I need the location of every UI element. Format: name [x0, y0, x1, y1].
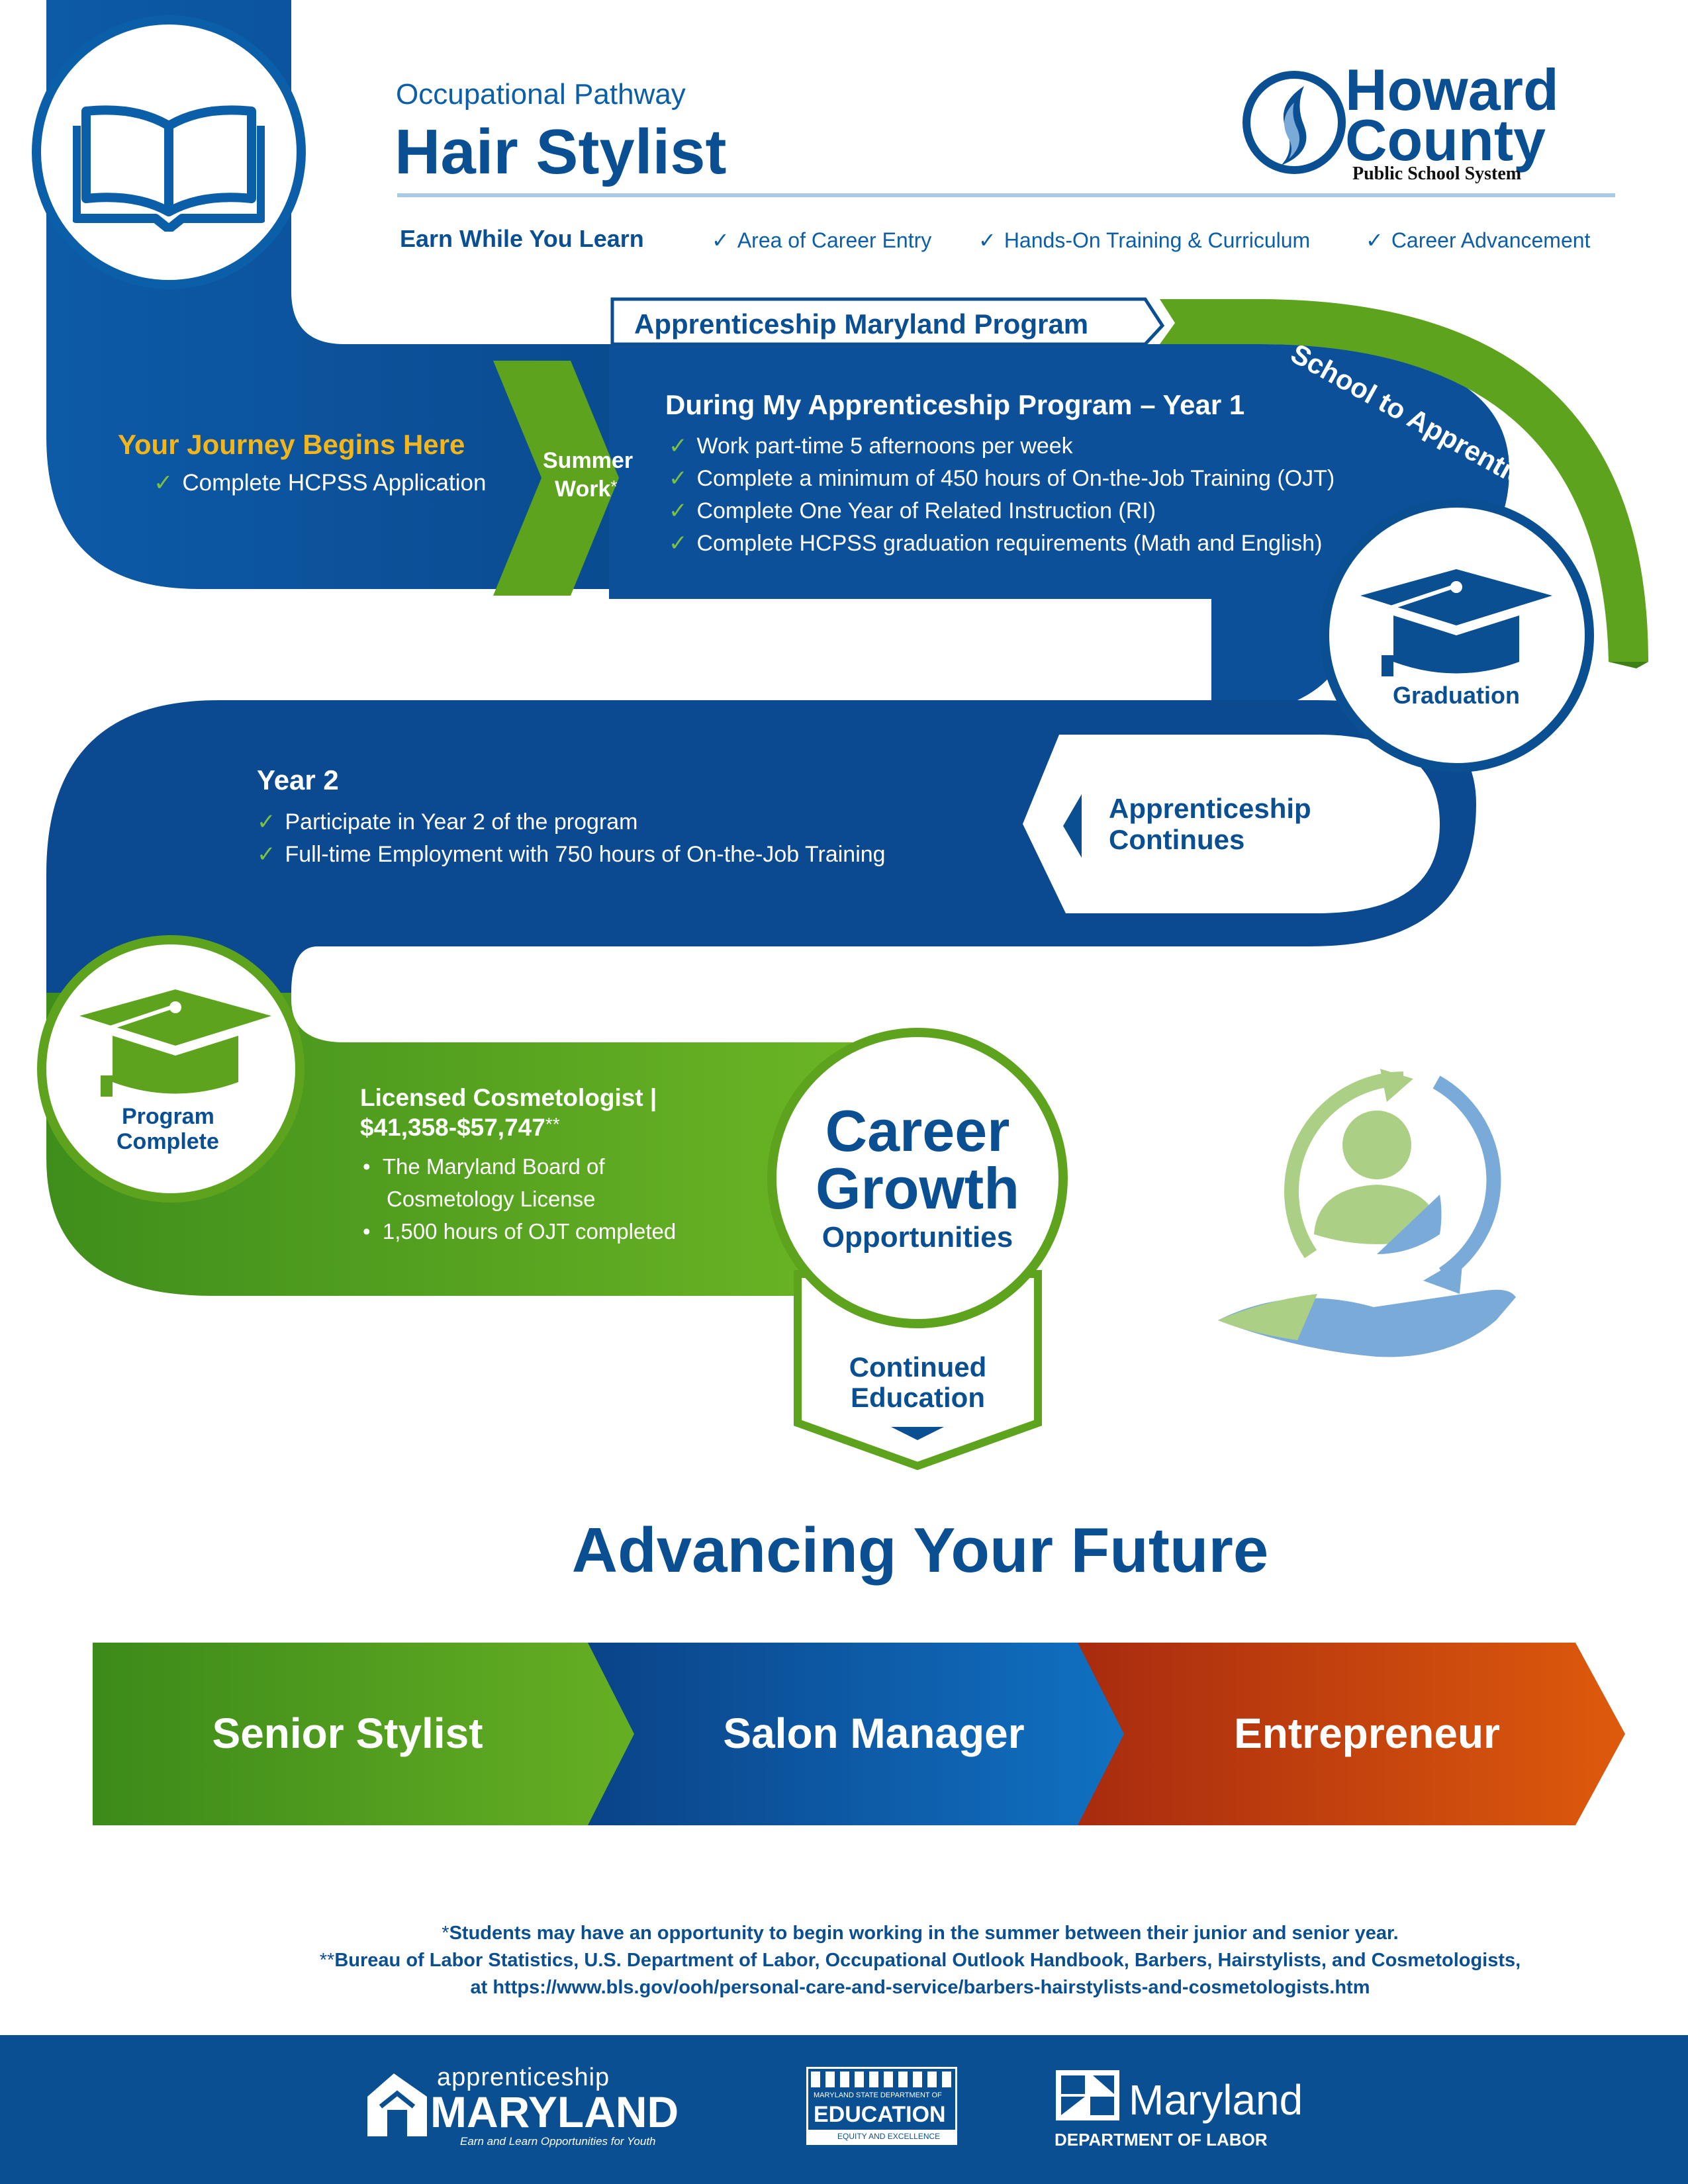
step-entrepreneur: Entrepreneur	[1234, 1709, 1500, 1757]
list-item: ✓Full-time Employment with 750 hours of …	[257, 842, 886, 867]
apprenticeship-tagline: Earn and Learn Opportunities for Youth	[460, 2135, 656, 2148]
labor-main: Maryland	[1129, 2076, 1303, 2124]
logo-name: Howard	[1345, 57, 1559, 122]
logo-tagline: Public School System	[1352, 163, 1522, 184]
licensed-salary: $41,358-$57,747**	[360, 1114, 560, 1141]
education-label-2: Education	[850, 1382, 985, 1413]
list-item: ✓Complete HCPSS graduation requirements …	[669, 531, 1323, 556]
feature-earn: Earn While You Learn	[400, 225, 644, 252]
step-salon-manager: Salon Manager	[723, 1709, 1025, 1757]
page-title: Hair Stylist	[395, 116, 727, 187]
msde-banner: MARYLAND STATE DEPARTMENT OF EDUCATION E…	[806, 2067, 957, 2145]
licensed-list: • The Maryland Board of Cosmetology Lice…	[363, 1150, 720, 1248]
continues-label-2: Continues	[1109, 824, 1245, 855]
chevron-left-icon	[1063, 794, 1082, 858]
step-senior-stylist: Senior Stylist	[212, 1709, 483, 1757]
graduation-label: Graduation	[1393, 682, 1521, 709]
pathway-subtitle: Occupational Pathway	[396, 78, 686, 111]
logo-name-2: County	[1345, 107, 1546, 173]
maryland-labor-logo: Maryland DEPARTMENT OF LABOR	[1055, 2064, 1346, 2150]
journey-title: Your Journey Begins Here	[118, 429, 465, 460]
year1-title: During My Apprenticeship Program – Year …	[665, 389, 1245, 420]
msde-tagline-bar	[808, 2130, 955, 2143]
program-complete-label-2: Complete	[117, 1129, 219, 1154]
footnote-2: **Bureau of Labor Statistics, U.S. Depar…	[319, 1950, 1521, 1971]
journey-item: ✓Complete HCPSS Application	[154, 470, 487, 496]
list-item: ✓Complete a minimum of 450 hours of On-t…	[669, 466, 1335, 491]
list-item: • 1,500 hours of OJT completed	[363, 1219, 677, 1244]
msde-tagline: EQUITY AND EXCELLENCE	[837, 2132, 941, 2141]
program-complete-label: Program	[122, 1104, 214, 1129]
licensed-title: Licensed Cosmetologist |	[360, 1084, 657, 1111]
footnote-1: *Students may have an opportunity to beg…	[442, 1923, 1399, 1944]
year2-title: Year 2	[257, 764, 339, 796]
labor-sub: DEPARTMENT OF LABOR	[1055, 2130, 1268, 2150]
education-label: Continued	[849, 1351, 987, 1383]
open-book-icon	[73, 105, 265, 232]
apprenticeship-top: apprenticeship	[437, 2064, 610, 2091]
summer-label: Summer	[543, 448, 633, 473]
graduation-cap-icon	[1360, 569, 1552, 676]
msde-seal	[811, 2071, 953, 2087]
msde-main: EDUCATION	[814, 2102, 946, 2127]
msde-logo: MARYLAND STATE DEPARTMENT OF EDUCATION E…	[806, 2067, 959, 2146]
handshake-icon	[367, 2073, 427, 2136]
apprenticeship-maryland-logo: apprenticeship MARYLAND Earn and Learn O…	[361, 2064, 718, 2150]
year1-list: ✓Work part-time 5 afternoons per week ✓C…	[669, 430, 1335, 560]
list-item: ✓Work part-time 5 afternoons per week	[669, 433, 1073, 459]
career-person-hand-icon	[1218, 1069, 1516, 1357]
hcpss-logo-icon	[1243, 71, 1346, 174]
continues-label: Apprenticeship	[1109, 793, 1311, 824]
maryland-flag-icon	[1056, 2070, 1119, 2120]
apprenticeship-main: MARYLAND	[430, 2087, 679, 2136]
feature-career-entry: ✓Area of Career Entry	[712, 228, 932, 252]
growth-label-2: Growth	[816, 1156, 1019, 1221]
year2-list: ✓Participate in Year 2 of the program ✓F…	[257, 806, 886, 871]
summer-label-2: Work*	[555, 477, 618, 502]
msde-top: MARYLAND STATE DEPARTMENT OF	[814, 2091, 942, 2099]
program-banner: Apprenticeship Maryland Program	[634, 308, 1089, 340]
footnote-3: at https://www.bls.gov/ooh/personal-care…	[470, 1977, 1370, 1998]
feature-advancement: ✓Career Advancement	[1366, 228, 1591, 252]
feature-hands-on: ✓Hands-On Training & Curriculum	[978, 228, 1311, 252]
list-item: ✓Complete One Year of Related Instructio…	[669, 498, 1156, 523]
growth-label: Career	[825, 1098, 1010, 1163]
growth-label-3: Opportunities	[821, 1221, 1013, 1253]
graduation-cap-green-icon	[79, 989, 271, 1097]
advancing-title: Advancing Your Future	[571, 1515, 1269, 1586]
list-item: • The Maryland Board of Cosmetology Lice…	[363, 1154, 605, 1211]
list-item: ✓Participate in Year 2 of the program	[257, 809, 638, 835]
